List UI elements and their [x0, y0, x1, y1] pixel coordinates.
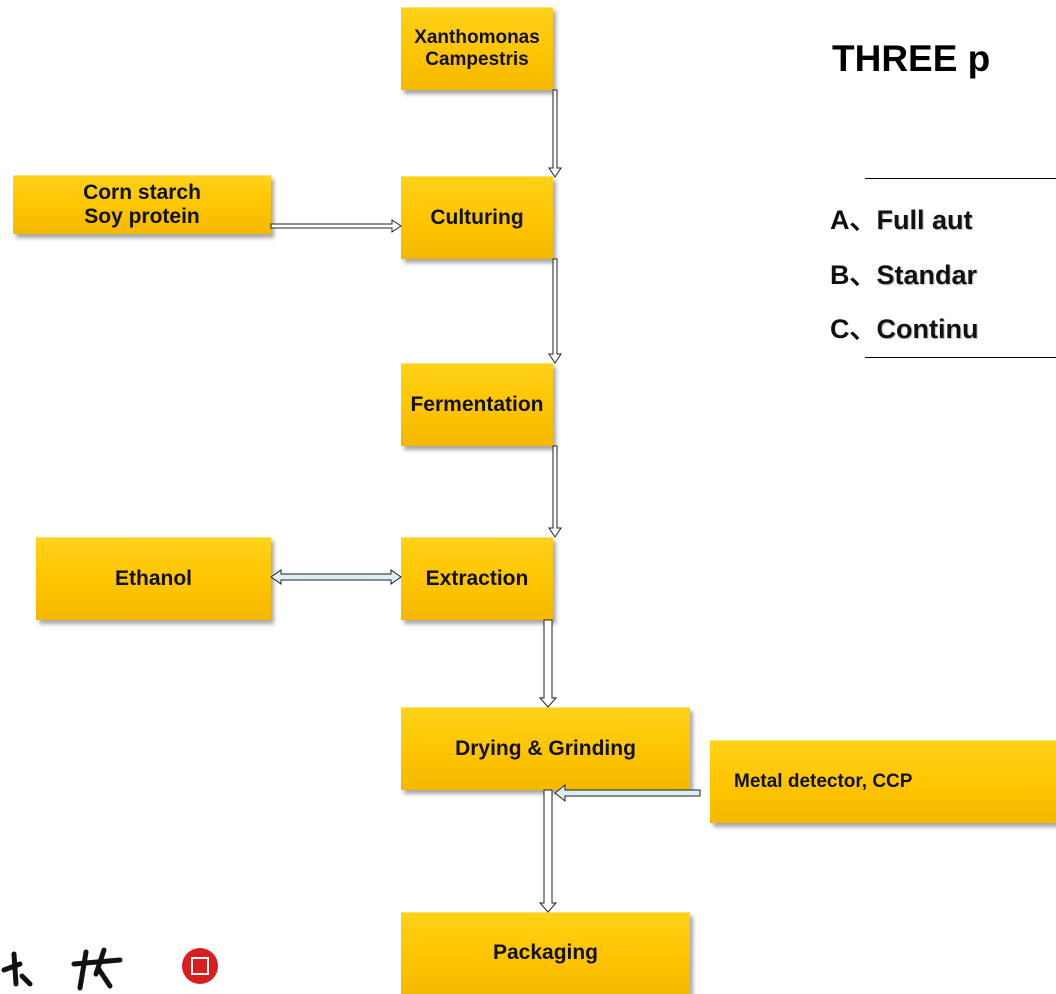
- option-c-text: Continu: [876, 314, 979, 344]
- option-a-text: Full aut: [876, 205, 973, 235]
- node-culturing-label: Culturing: [430, 205, 524, 229]
- bottom-rule: [865, 357, 1056, 358]
- node-xanthomonas-line1: Xanthomonas: [414, 27, 540, 49]
- option-c-letter: C、: [830, 314, 877, 344]
- node-metal-detector: Metal detector, CCP: [710, 740, 1056, 823]
- node-raw-materials-line2: Soy protein: [84, 205, 200, 228]
- node-metal-detector-label: Metal detector, CCP: [734, 771, 913, 793]
- node-extraction: Extraction: [401, 537, 553, 620]
- node-culturing: Culturing: [401, 176, 553, 259]
- option-a: A、Full aut: [830, 198, 973, 237]
- arrow-culturing-to-fermentation: [548, 258, 562, 364]
- node-xanthomonas-line2: Campestris: [425, 49, 529, 70]
- option-a-letter: A、: [830, 205, 877, 235]
- node-ethanol-label: Ethanol: [115, 566, 192, 590]
- node-drying-label: Drying & Grinding: [455, 736, 636, 760]
- node-fermentation-label: Fermentation: [410, 392, 544, 416]
- arrow-fermentation-to-extraction: [548, 445, 562, 538]
- arrow-metal-detector-to-line: [554, 783, 701, 803]
- arrow-ethanol-extraction: [270, 569, 402, 585]
- node-raw-materials-line1: Corn starch: [83, 180, 201, 204]
- node-raw-materials: Corn starch Soy protein: [13, 175, 271, 234]
- option-c: C、Continu: [830, 307, 978, 346]
- arrow-drying-to-packaging: [538, 789, 558, 913]
- calligraphy-logo: [1, 947, 218, 991]
- arrow-extraction-to-drying: [538, 619, 558, 708]
- arrow-raw-to-culturing: [270, 219, 402, 233]
- node-fermentation: Fermentation: [401, 363, 553, 446]
- node-drying-grinding: Drying & Grinding: [401, 707, 690, 790]
- page-title: THREE p: [832, 38, 991, 79]
- node-packaging: Packaging: [401, 912, 690, 994]
- top-rule: [865, 178, 1056, 179]
- node-ethanol: Ethanol: [36, 537, 271, 620]
- red-seal-icon: [182, 948, 218, 984]
- node-extraction-label: Extraction: [425, 566, 529, 590]
- option-b-text: Standar: [876, 260, 978, 290]
- arrow-xanthomonas-to-culturing: [548, 89, 562, 178]
- node-packaging-label: Packaging: [492, 941, 599, 965]
- option-b-letter: B、: [830, 260, 877, 290]
- option-b: B、Standar: [830, 253, 977, 292]
- node-xanthomonas-campestris: Xanthomonas Campestris: [401, 7, 553, 90]
